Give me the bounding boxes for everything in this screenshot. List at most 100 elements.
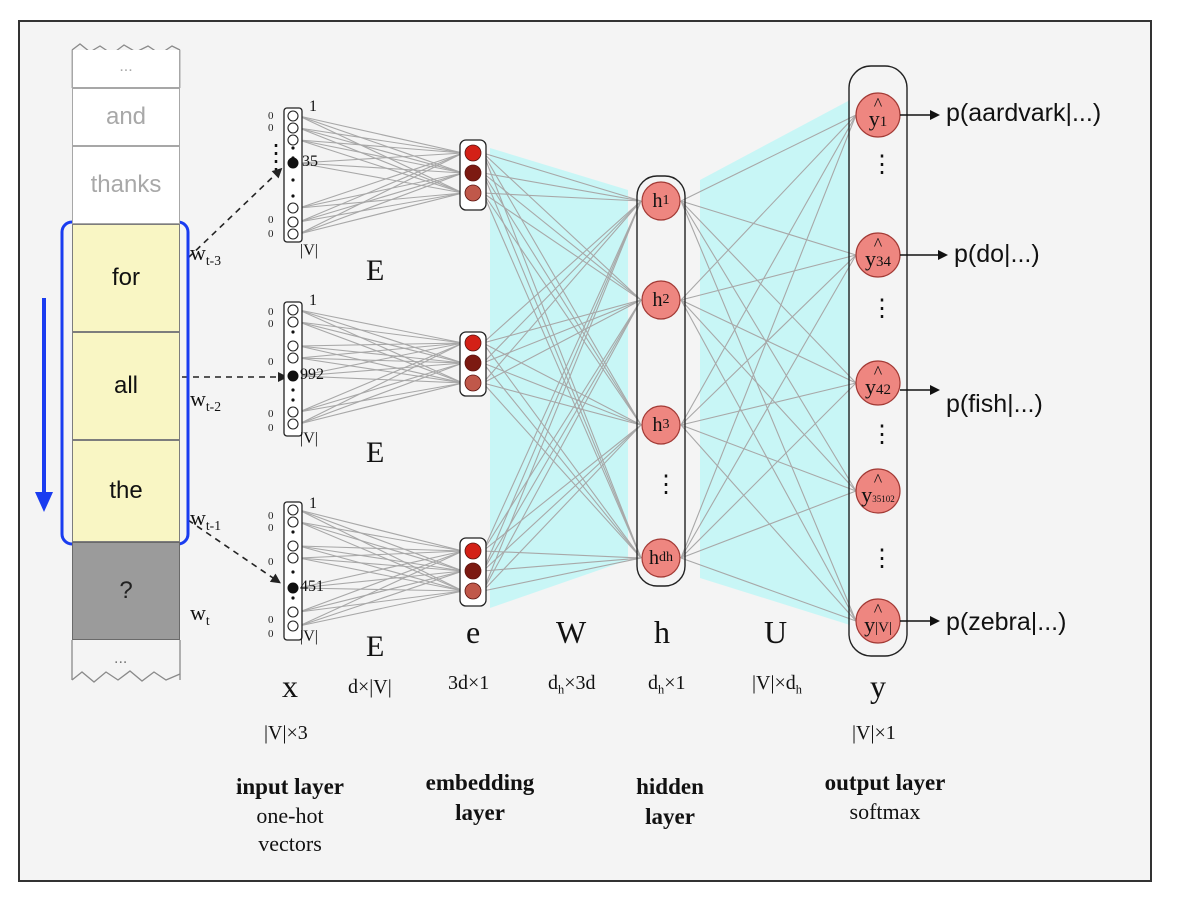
onehot-1-ellipsis-dot-1: [291, 156, 295, 160]
edge-x3-to-e-1-1: [298, 521, 464, 572]
output-unit-label-1: ^y1: [868, 93, 888, 131]
onehot-2-cell-3: [287, 352, 299, 364]
onehot2-zero-d: 0: [268, 408, 274, 420]
caption-output-title: output layer: [824, 770, 946, 795]
edge-x2-to-e-5-2: [298, 382, 464, 413]
edge-x3-to-e-4-2: [298, 557, 464, 592]
output-layer-container: [848, 65, 908, 657]
position-label-t1: wt-1: [190, 505, 222, 533]
onehot-2-cell-2: [287, 340, 299, 352]
onehot-2-cell-4: [287, 406, 299, 418]
edge-x1-to-e-4-2: [298, 192, 464, 209]
edge-e3-to-h-1-2: [482, 424, 642, 572]
onehot-1-ellipsis-dot-0: [291, 146, 295, 150]
edge-group: [182, 114, 857, 627]
onehot-2-cell-0: [287, 304, 299, 316]
tape-pointer-1: [187, 171, 279, 259]
edge-x1-to-e-3-2: [298, 162, 464, 194]
edge-e1-to-h-0-3: [482, 152, 642, 559]
edge-h2-to-y-4: [680, 424, 857, 622]
caption-hidden-layer: hidden layer: [610, 772, 730, 832]
symbol-y: y: [870, 668, 886, 704]
caption-embedding-title: embedding: [425, 770, 535, 795]
dim-U: |V|×dh: [752, 672, 802, 697]
edge-h0-to-y-1: [680, 200, 857, 256]
edge-e3-to-h-2-0: [482, 200, 642, 592]
symbol-e: e: [466, 614, 481, 650]
prob-label-do: p(do|...): [954, 240, 1040, 268]
edge-x1-to-e-2-0: [298, 139, 464, 154]
edge-x2-to-e-4-0: [298, 342, 464, 359]
prob-label-zebra: p(zebra|...): [946, 608, 1067, 636]
edge-x3-to-e-2-2: [298, 545, 464, 592]
edge-x1-to-e-1-2: [298, 127, 464, 194]
edge-e3-to-h-0-3: [482, 550, 642, 559]
symbol-x: x: [282, 668, 298, 704]
embedding-3-unit-2: [464, 582, 482, 600]
edge-e3-to-h-0-0: [482, 200, 642, 552]
edge-x2-to-e-2-0: [298, 342, 464, 347]
edge-e3-to-h-1-0: [482, 200, 642, 572]
edge-x2-to-e-6-2: [298, 382, 464, 425]
nodes-group: [274, 65, 948, 657]
tape-cell-target-text: ?: [119, 577, 133, 604]
tape-cell-thanks: thanks: [72, 146, 180, 224]
symbol-U: U: [764, 614, 788, 650]
edge-x2-to-e-6-0: [298, 342, 464, 425]
edge-h2-to-y-1: [680, 254, 857, 426]
caption-input-line1: one-hot: [256, 802, 324, 828]
dim-E: d×|V|: [348, 676, 392, 698]
edge-x1-to-e-3-1: [298, 162, 464, 174]
onehot2-zero-a: 0: [268, 306, 274, 318]
onehot3-size: |V|: [300, 628, 318, 645]
edge-h1-to-y-4: [680, 299, 857, 622]
prob-label-aardvark: p(aardvark|...): [946, 99, 1102, 127]
output-dots-2: ⋮: [870, 296, 894, 322]
edge-e1-to-h-0-0: [482, 152, 642, 202]
edge-e2-to-h-2-3: [482, 382, 642, 559]
onehot-2-cell-5: [287, 418, 299, 430]
edge-x1-to-e-5-1: [298, 172, 464, 223]
caption-hidden-title: hidden: [636, 774, 704, 799]
output-unit-label-42: ^y42: [865, 361, 891, 399]
hidden-unit-4: [641, 538, 681, 578]
embedding-2-unit-2: [464, 374, 482, 392]
edge-h3-to-y-4: [680, 557, 857, 622]
edge-x1-to-e-0-1: [298, 115, 464, 174]
edge-x1-to-e-5-2: [298, 192, 464, 223]
edge-x3-to-e-3-2: [298, 587, 464, 592]
edge-x2-to-e-2-1: [298, 345, 464, 364]
onehot1-zero-a: 0: [268, 110, 274, 122]
edge-e2-to-h-0-2: [482, 342, 642, 426]
onehot3-zero-d: 0: [268, 614, 274, 626]
edge-x3-to-e-3-1: [298, 570, 464, 589]
onehot3-zero-c: 0: [268, 556, 274, 568]
edge-e3-to-h-1-3: [482, 557, 642, 572]
edge-x2-to-e-1-1: [298, 321, 464, 364]
edge-x3-to-e-3-0: [298, 550, 464, 589]
onehot3-index-top: 1: [309, 495, 317, 512]
edge-x3-to-e-2-0: [298, 545, 464, 552]
output-unit-label-34: ^y34: [865, 233, 891, 271]
onehot2-index-hot: 992: [300, 366, 324, 383]
edge-x1-to-e-2-1: [298, 139, 464, 174]
onehot-vector-2: [283, 301, 303, 437]
edge-e3-to-h-0-2: [482, 424, 642, 552]
dim-h: dh×1: [648, 672, 686, 697]
edge-x2-to-e-4-2: [298, 357, 464, 384]
edge-h3-to-y-3: [680, 490, 857, 559]
sliding-direction-arrowhead: [35, 492, 53, 512]
position-label-t3: wt-3: [190, 240, 222, 268]
hidden-unit-2: [641, 280, 681, 320]
output-unit-label-v: ^y|V|: [864, 599, 892, 637]
edge-x2-to-e-3-1: [298, 362, 464, 377]
caption-output-line1: softmax: [849, 798, 921, 824]
edge-x1-to-e-4-1: [298, 172, 464, 209]
onehot-3-ellipsis-dot-0: [291, 530, 295, 534]
onehot-3-ellipsis-dot-1: [291, 570, 295, 574]
tape-cell-and-text: and: [105, 103, 147, 130]
edge-x2-to-e-0-0: [298, 309, 464, 344]
onehot1-size: |V|: [300, 242, 318, 259]
edge-h0-to-y-2: [680, 200, 857, 384]
